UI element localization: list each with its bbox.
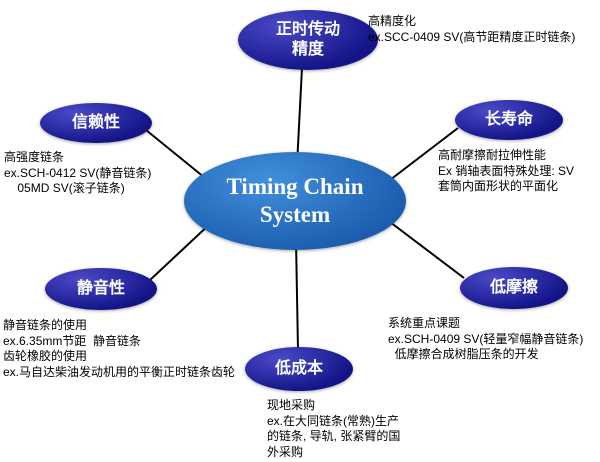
node-timing-chain-system: Timing Chain System	[184, 152, 406, 250]
connector-precision	[296, 67, 303, 166]
annotation-low-cost: 现地采购 ex.在大同链条(常熟)生产 的链条, 导轨, 张紧臂的国 外采购	[267, 398, 401, 459]
node-low-cost: 低成本	[245, 347, 353, 391]
node-long-life: 长寿命	[455, 100, 563, 140]
node-quietness: 静音性	[45, 268, 157, 310]
connector-reliability	[145, 129, 211, 183]
node-quietness-label: 静音性	[76, 280, 125, 297]
connector-lowfriction	[389, 221, 465, 279]
node-reliability-label: 信赖性	[71, 114, 120, 131]
connector-longlife	[389, 127, 459, 181]
node-low-friction: 低摩擦	[460, 267, 568, 309]
annotation-precision: 高精度化 ex.SCC-0409 SV(高节距精度正时链条)	[368, 14, 576, 44]
node-long-life-label: 长寿命	[484, 111, 533, 128]
annotation-quietness: 静音链条的使用 ex.6.35mm节距 静音链条 齿轮橡胶的使用 ex.马自达柴…	[3, 318, 236, 379]
connector-lowcost	[295, 239, 299, 351]
annotation-low-friction: 系统重点课题 ex.SCH-0409 SV(轻量窄幅静音链条) 低摩擦合成树脂压…	[388, 316, 584, 362]
node-low-cost-label: 低成本	[274, 360, 323, 377]
connector-quietness	[149, 221, 213, 281]
node-low-friction-label: 低摩擦	[489, 279, 538, 296]
annotation-reliability: 高强度链条 ex.SCH-0412 SV(静音链条) 05MD SV(滚子链条)	[4, 150, 152, 196]
node-timing-drive-precision: 正时传动 精度	[238, 10, 378, 70]
node-timing-drive-precision-label: 正时传动 精度	[275, 21, 340, 58]
node-timing-chain-system-label: Timing Chain System	[226, 174, 364, 227]
node-reliability: 信赖性	[40, 103, 152, 143]
annotation-long-life: 高耐摩擦耐拉伸性能 Ex 销轴表面特殊处理: SV 套筒内面形状的平面化	[438, 148, 575, 194]
